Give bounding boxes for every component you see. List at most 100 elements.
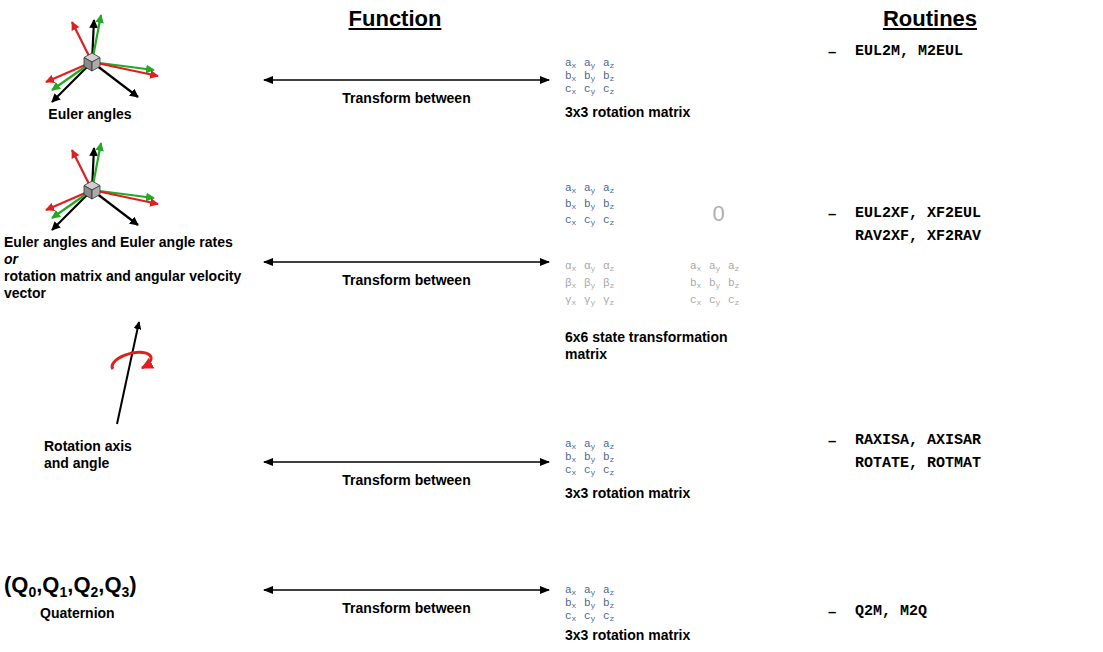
column-header: Function (349, 6, 442, 32)
matrix-element: bz (603, 451, 622, 464)
column-header: Routines (883, 6, 977, 32)
edge-label: Transform between (339, 600, 473, 616)
concept-item: Euler angles and Euler angle ratesorrota… (4, 130, 256, 302)
routine-names-holder: RAXISA, AXISAR (855, 432, 981, 450)
euler-frames-icon (46, 15, 158, 102)
routine-names-holder: Q2M, M2Q (855, 603, 927, 621)
matrix-element: cx (690, 294, 709, 311)
matrix-element: ax (565, 57, 584, 70)
edge-label-holder: Transform between (339, 471, 473, 489)
bullet-dash: – (828, 43, 836, 61)
column-header-holder: Function (349, 6, 442, 32)
double-arrow (264, 589, 549, 591)
matrix-element: by (584, 198, 603, 214)
matrix-element: bx (565, 451, 584, 464)
matrix-caption: 6x6 state transformation matrix (557, 329, 760, 363)
matrix-element: ay (584, 182, 603, 198)
matrix-element: cy (584, 610, 603, 623)
routine-names: RAV2XF, XF2RAV (855, 228, 981, 246)
matrix-element: az (603, 57, 622, 70)
matrix-element: αy (584, 260, 603, 277)
matrix-item: axayazbxbybzcxcycz0αxαyαzβxβyβzγxγyγzaxa… (557, 180, 777, 363)
zero-block: 0 (712, 203, 724, 225)
matrix-element: ax (565, 584, 584, 597)
routine-names: Q2M, M2Q (855, 603, 927, 621)
matrix-element: by (584, 451, 603, 464)
routine-names-holder: ROTATE, ROTMAT (855, 455, 981, 473)
matrix-element: ay (584, 57, 603, 70)
bullet-dash-holder: – (828, 603, 836, 621)
caption-text: rotation matrix and angular velocity vec… (4, 268, 256, 302)
matrix-grid: axayazbxbybzcxcycz (557, 582, 777, 623)
concept-item: Euler angles (4, 15, 256, 123)
bullet-dash-holder: – (828, 43, 836, 61)
matrix-element: az (603, 584, 622, 597)
matrix-element: ay (584, 584, 603, 597)
matrix-element: γz (603, 294, 622, 311)
double-arrow (264, 261, 549, 263)
matrix-element: cx (565, 214, 584, 230)
matrix-element: bx (565, 198, 584, 214)
matrix-element: ax (690, 260, 709, 277)
matrix-caption: 3x3 rotation matrix (557, 104, 777, 121)
matrix-element: cy (584, 83, 603, 96)
matrix-element: cx (565, 83, 584, 96)
matrix-element: bz (603, 70, 622, 83)
matrix-grid: axayazbxbybzcxcycz (557, 55, 777, 96)
bullet-dash-holder: – (828, 432, 836, 450)
routine-names: ROTATE, ROTMAT (855, 455, 981, 473)
matrix-grid: axayazbxbybzcxcycz (557, 436, 777, 477)
edge-label: Transform between (339, 472, 473, 488)
matrix-element: bz (603, 198, 622, 214)
routine-names: EUL2M, M2EUL (855, 43, 963, 61)
bullet-dash: – (828, 205, 836, 223)
edge-label-holder: Transform between (339, 271, 473, 289)
caption-text: Euler angles (4, 106, 176, 123)
matrix-element: by (584, 597, 603, 610)
bullet-dash-holder: – (828, 205, 836, 223)
concept-item: Rotation axis and angle (4, 318, 256, 472)
bullet-dash: – (828, 603, 836, 621)
matrix-element: cy (584, 214, 603, 230)
euler-frames-icon (46, 143, 158, 230)
bullet-dash: – (828, 432, 836, 450)
caption-text: or (4, 251, 18, 268)
column-header-holder: Routines (883, 6, 977, 32)
matrix-element: γy (584, 294, 603, 311)
caption-text: Rotation axis and angle (44, 438, 156, 472)
matrix-element: ay (584, 438, 603, 451)
concept-item: (Q0,Q1,Q2,Q3)Quaternion (4, 560, 256, 622)
matrix-element: ay (709, 260, 728, 277)
matrix-element: cx (565, 610, 584, 623)
caption-text: (Q0,Q1,Q2,Q3) (4, 572, 137, 605)
matrix-element: ax (565, 438, 584, 451)
matrix-element: az (603, 182, 622, 198)
matrix-caption: 3x3 rotation matrix (557, 485, 777, 502)
matrix-element: cz (728, 294, 747, 311)
routine-names-holder: EUL2XF, XF2EUL (855, 205, 981, 223)
matrix-element: az (603, 438, 622, 451)
edge-label: Transform between (339, 272, 473, 288)
matrix-element: bx (690, 277, 709, 294)
matrix-element: ax (565, 182, 584, 198)
caption-text: Quaternion (40, 605, 115, 622)
double-arrow (264, 461, 549, 463)
matrix-item: axayazbxbybzcxcycz3x3 rotation matrix (557, 55, 777, 121)
matrix-element: cz (603, 464, 622, 477)
matrix-element: az (728, 260, 747, 277)
matrix-element: αz (603, 260, 622, 277)
matrix-element: cz (603, 214, 622, 230)
matrix-element: cy (709, 294, 728, 311)
matrix-element: cy (584, 464, 603, 477)
matrix-element: by (584, 70, 603, 83)
edge-label: Transform between (339, 90, 473, 106)
matrix-element: bz (728, 277, 747, 294)
matrix-element: βy (584, 277, 603, 294)
caption-text: Euler angles and Euler angle rates (4, 234, 233, 251)
matrix-element: by (709, 277, 728, 294)
edge-label-holder: Transform between (339, 89, 473, 107)
matrix-element: γx (565, 294, 584, 311)
matrix-item: axayazbxbybzcxcycz3x3 rotation matrix (557, 436, 777, 502)
